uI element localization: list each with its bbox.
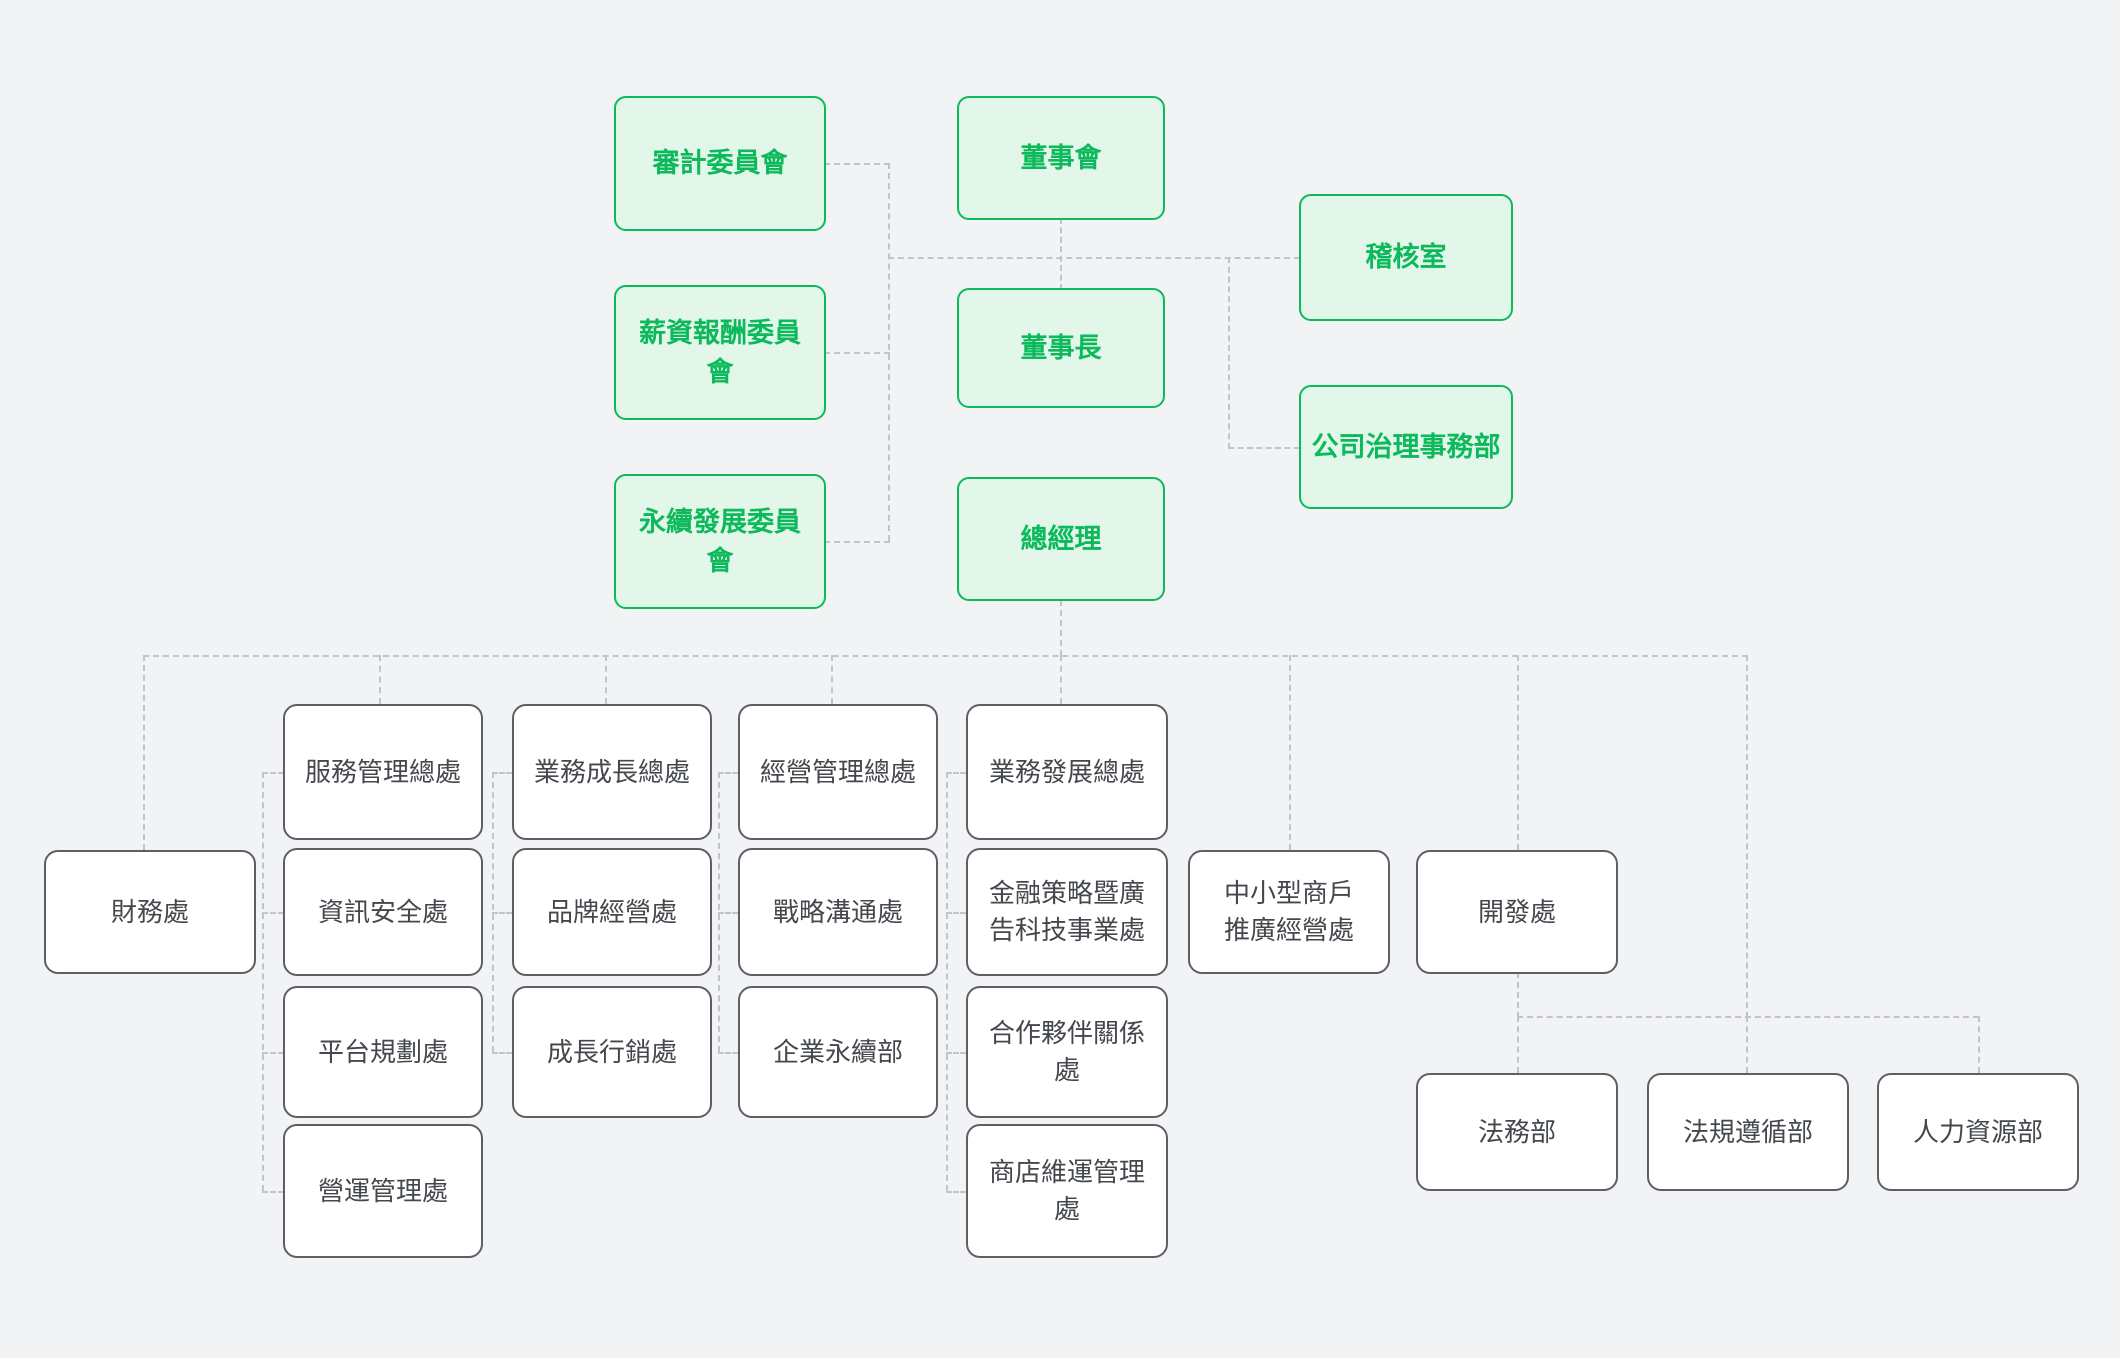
node-information-security-division[interactable]: 資訊安全處 <box>283 848 483 976</box>
node-business-development-group[interactable]: 業務發展總處 <box>966 704 1168 840</box>
connector-trunk-drop-sme <box>1289 655 1291 850</box>
node-sme-merchant-promotion-division[interactable]: 中小型商戶 推廣經營處 <box>1188 850 1390 974</box>
node-audit-committee[interactable]: 審計委員會 <box>614 96 826 231</box>
node-legal-department[interactable]: 法務部 <box>1416 1073 1618 1191</box>
connector-col4-stub-2 <box>946 1052 966 1054</box>
connector-col4-stub-3 <box>946 1191 966 1193</box>
node-label: 總經理 <box>1020 523 1102 554</box>
node-strategic-communication-division[interactable]: 戰略溝通處 <box>738 848 938 976</box>
node-label: 審計委員會 <box>652 148 788 179</box>
connector-trunk-drop-col2 <box>605 655 607 704</box>
node-label: 薪資報酬委員會 <box>639 318 801 387</box>
connector-main-trunk <box>143 655 1748 657</box>
node-partner-relations-division[interactable]: 合作夥伴關係處 <box>966 986 1168 1118</box>
node-board-of-directors[interactable]: 董事會 <box>957 96 1165 220</box>
connector-trunk-drop-development <box>1517 655 1519 850</box>
connector-col2-stub-2 <box>492 1052 512 1054</box>
connector-trunk-drop-col3 <box>831 655 833 704</box>
connector-development-to-support-bus <box>1517 972 1519 1018</box>
connector-col1-stub-3 <box>262 1191 284 1193</box>
node-label: 品牌經營處 <box>546 896 677 927</box>
connector-to-governance-office <box>1228 257 1230 449</box>
connector-col1-stub-1 <box>262 912 284 914</box>
node-label: 金融策略暨廣 告科技事業處 <box>988 878 1145 945</box>
node-sustainability-committee[interactable]: 永續發展委員會 <box>614 474 826 609</box>
node-business-growth-group[interactable]: 業務成長總處 <box>512 704 712 840</box>
node-label: 中小型商戶 推廣經營處 <box>1223 878 1354 945</box>
node-label: 企業永續部 <box>772 1036 903 1067</box>
connector-col4-stub-1 <box>946 912 966 914</box>
connector-col3-stub-1 <box>718 912 738 914</box>
connector-support-drop-1 <box>1746 1016 1748 1073</box>
connector-col4-stub-0 <box>946 772 966 774</box>
node-label: 平台規劃處 <box>317 1036 448 1067</box>
node-chairman[interactable]: 董事長 <box>957 288 1165 408</box>
connector-col4-spine <box>946 772 948 1191</box>
node-finance-division[interactable]: 財務處 <box>44 850 256 974</box>
node-label: 人力資源部 <box>1912 1116 2043 1147</box>
node-label: 資訊安全處 <box>317 896 448 927</box>
connector-support-drop-0 <box>1517 1016 1519 1073</box>
node-label: 經營管理總處 <box>759 756 916 787</box>
connector-governance-bus <box>888 257 1300 259</box>
node-service-management-group[interactable]: 服務管理總處 <box>283 704 483 840</box>
node-label: 營運管理處 <box>317 1175 448 1206</box>
connector-support-bus <box>1517 1016 1979 1018</box>
node-label: 法規遵循部 <box>1682 1116 1813 1147</box>
node-label: 法務部 <box>1477 1116 1556 1147</box>
node-operations-management-division[interactable]: 營運管理處 <box>283 1124 483 1258</box>
node-brand-management-division[interactable]: 品牌經營處 <box>512 848 712 976</box>
node-label: 財務處 <box>110 896 189 927</box>
node-label: 戰略溝通處 <box>772 896 903 927</box>
node-compliance-department[interactable]: 法規遵循部 <box>1647 1073 1849 1191</box>
node-label: 稽核室 <box>1365 242 1447 273</box>
connector-col2-stub-0 <box>492 772 512 774</box>
connector-trunk-drop-finance <box>143 655 145 850</box>
connector-governance-office-stub <box>1228 447 1300 449</box>
connector-committee-3-stub <box>824 541 890 543</box>
connector-committee-1-stub <box>824 163 890 165</box>
node-label: 永續發展委員會 <box>639 507 801 576</box>
connector-support-drop-2 <box>1978 1016 1980 1073</box>
node-compensation-committee[interactable]: 薪資報酬委員會 <box>614 285 826 420</box>
node-label: 業務成長總處 <box>533 756 690 787</box>
node-label: 商店維運管理處 <box>988 1157 1145 1224</box>
node-operation-management-group[interactable]: 經營管理總處 <box>738 704 938 840</box>
node-label: 開發處 <box>1477 896 1556 927</box>
connector-trunk-drop-support <box>1746 655 1748 1018</box>
connector-board-to-chairman <box>1060 218 1062 290</box>
node-label: 業務發展總處 <box>988 756 1145 787</box>
connector-gm-to-trunk <box>1060 600 1062 656</box>
node-label: 成長行銷處 <box>546 1036 677 1067</box>
node-label: 合作夥伴關係處 <box>988 1018 1145 1085</box>
node-label: 公司治理事務部 <box>1311 431 1501 462</box>
node-corporate-sustainability-department[interactable]: 企業永續部 <box>738 986 938 1118</box>
connector-committee-2-stub <box>824 352 890 354</box>
node-label: 董事會 <box>1020 142 1102 173</box>
node-label: 董事長 <box>1020 332 1102 363</box>
node-development-division[interactable]: 開發處 <box>1416 850 1618 974</box>
node-general-manager[interactable]: 總經理 <box>957 477 1165 601</box>
node-merchant-operations-division[interactable]: 商店維運管理處 <box>966 1124 1168 1258</box>
connector-trunk-drop-col4 <box>1060 655 1062 704</box>
connector-trunk-drop-col1 <box>379 655 381 704</box>
connector-col2-stub-1 <box>492 912 512 914</box>
node-platform-planning-division[interactable]: 平台規劃處 <box>283 986 483 1118</box>
connector-col3-stub-2 <box>718 1052 738 1054</box>
connector-col1-stub-0 <box>262 772 284 774</box>
node-audit-office[interactable]: 稽核室 <box>1299 194 1513 321</box>
node-label: 服務管理總處 <box>304 756 461 787</box>
connector-col3-stub-0 <box>718 772 738 774</box>
connector-col1-spine <box>262 772 264 1191</box>
node-human-resources-department[interactable]: 人力資源部 <box>1877 1073 2079 1191</box>
connector-col1-stub-2 <box>262 1052 284 1054</box>
node-growth-marketing-division[interactable]: 成長行銷處 <box>512 986 712 1118</box>
node-corporate-governance-office[interactable]: 公司治理事務部 <box>1299 385 1513 509</box>
node-fintech-ad-business-division[interactable]: 金融策略暨廣 告科技事業處 <box>966 848 1168 976</box>
